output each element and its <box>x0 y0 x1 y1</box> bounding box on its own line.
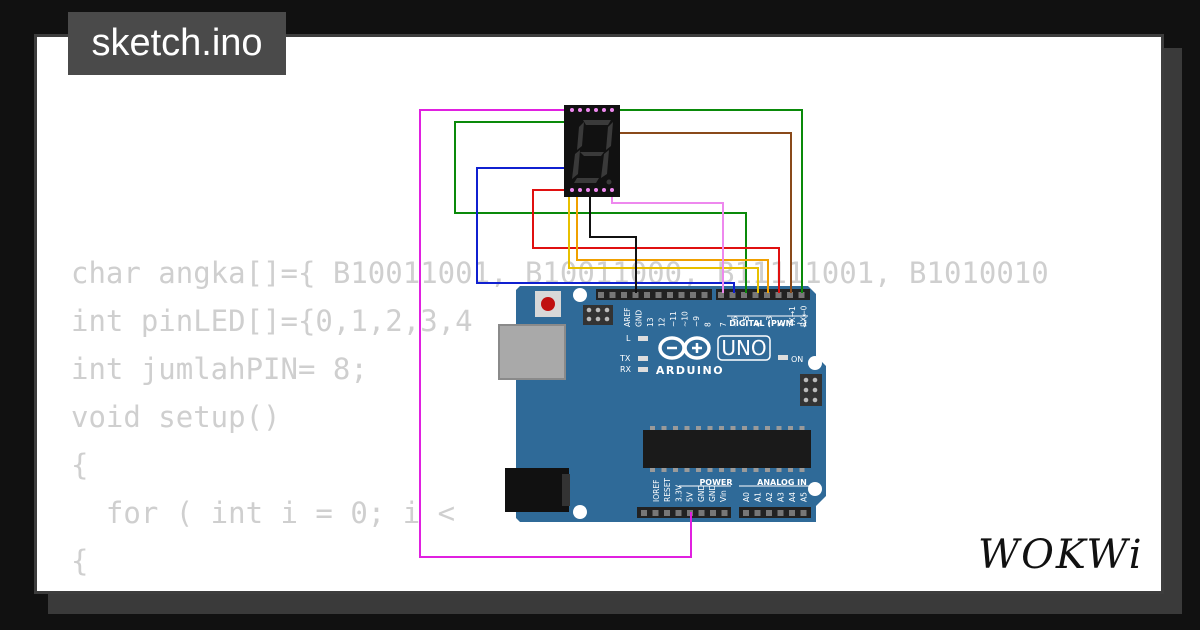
led-l <box>638 336 648 341</box>
power-pin-label: GND <box>697 485 706 502</box>
seven-segment-display[interactable] <box>564 105 620 197</box>
top-pin-label: 7 <box>719 322 728 327</box>
analog-pin-label: A5 <box>800 492 809 502</box>
top-pin-label: ~10 <box>681 311 690 327</box>
led-rx <box>638 367 648 372</box>
analog-pin-label: A3 <box>777 492 786 502</box>
display-segments <box>572 120 613 185</box>
top-pin-label: 12 <box>658 317 667 327</box>
usb-port <box>499 325 565 379</box>
code-line: char angka[]={ B10011001, B10011000, B11… <box>71 256 1049 290</box>
wire-yellow[interactable] <box>568 189 759 293</box>
power-pin-label: 3.3V <box>674 484 683 502</box>
l-label: L <box>626 334 631 343</box>
digital-header-left <box>596 289 712 300</box>
wire-magenta[interactable] <box>419 109 692 558</box>
power-jack <box>505 468 569 512</box>
board-model: UNO <box>721 336 766 360</box>
wire-violet[interactable] <box>611 190 724 293</box>
top-pin-label: 13 <box>646 317 655 327</box>
microcontroller-chip <box>643 430 811 468</box>
wire-blue[interactable] <box>476 167 735 293</box>
analog-label: ANALOG IN <box>757 478 807 487</box>
code-line: int pinLED[]={0,1,2,3,4 <box>71 304 473 338</box>
wire-green-left[interactable] <box>454 121 747 293</box>
wire-green-top[interactable] <box>604 109 803 293</box>
top-pin-label: TX→1 <box>788 306 797 328</box>
power-pin-label: GND <box>708 485 717 502</box>
board-logo-text: ARDUINO <box>656 364 724 377</box>
icsp-header <box>583 305 613 325</box>
rx-label: RX <box>620 365 632 374</box>
code-line: { <box>71 448 89 482</box>
digital-label: DIGITAL (PWM ~) <box>729 319 807 328</box>
top-pin-label: 2 <box>777 322 786 327</box>
code-line: for ( int i = 0; i < <box>71 496 473 530</box>
on-label: ON <box>791 355 803 364</box>
top-pin-label: 8 <box>704 322 713 327</box>
code-line: { <box>71 544 89 578</box>
top-pin-label: ~6 <box>731 316 740 327</box>
led-tx <box>638 356 648 361</box>
power-label: POWER <box>699 478 732 487</box>
wokwi-logo: WOKWi <box>978 532 1144 578</box>
analog-pin-label: A2 <box>765 492 774 502</box>
power-pin-label: RESET <box>663 478 672 502</box>
analog-header <box>739 507 811 518</box>
top-pin-label: 4 <box>754 322 763 327</box>
code-line: void setup() <box>71 400 281 434</box>
wokwi-logo-text: WOKWi <box>978 532 1144 578</box>
wire-red[interactable] <box>532 189 780 293</box>
led-on <box>778 355 788 360</box>
digital-header-right <box>716 289 810 300</box>
analog-pin-label: A0 <box>742 492 751 502</box>
code-preview: char angka[]={ B10011001, B10011000, B11… <box>71 249 1133 591</box>
power-pin-label: 5V <box>686 491 695 502</box>
analog-pin-label: A1 <box>754 492 763 502</box>
top-pin-label: GND <box>635 310 644 327</box>
power-pin-label: IOREF <box>652 480 661 502</box>
analog-pin-label: A4 <box>788 492 797 502</box>
power-pin-label: Vin <box>719 490 728 502</box>
top-pin-label: ~3 <box>765 316 774 327</box>
top-pin-label: ~11 <box>669 311 678 327</box>
sketch-title: sketch.ino <box>68 12 286 75</box>
top-pin-label: AREF <box>623 308 632 327</box>
wire-orange[interactable] <box>576 189 769 293</box>
top-pin-label: ~5 <box>742 316 751 327</box>
code-line: int jumlahPIN= 8; <box>71 352 368 386</box>
power-header <box>637 507 731 518</box>
wire-black[interactable] <box>589 190 637 293</box>
icsp-header-right <box>800 374 822 406</box>
top-pin-label: ~9 <box>692 316 701 327</box>
arduino-logo-icon <box>658 336 711 360</box>
tx-label: TX <box>619 354 631 363</box>
